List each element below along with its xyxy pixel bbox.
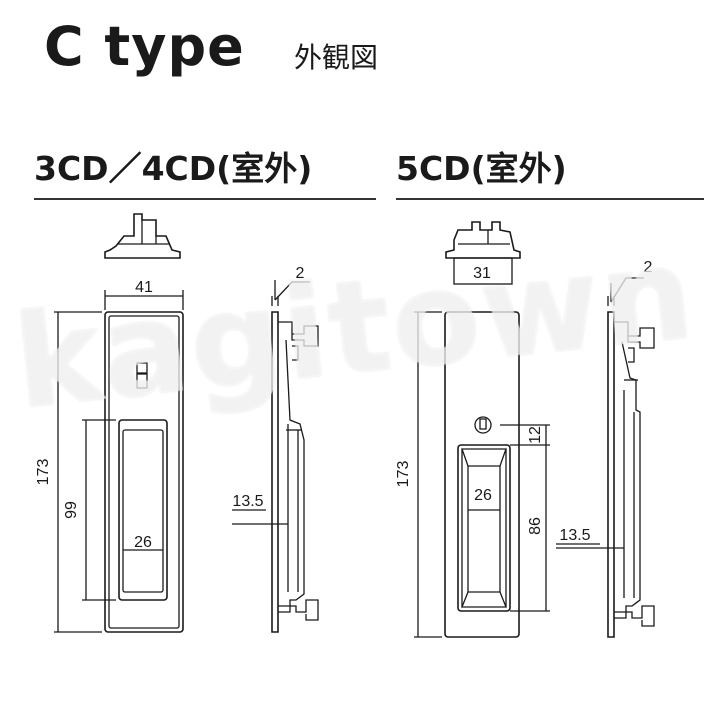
dim-height-3cd (54, 311, 102, 633)
dim-label-handle-height-5cd: 86 (527, 517, 544, 535)
page-subtitle: 外観図 (294, 41, 379, 74)
dim-label-handle-height-3cd: 99 (63, 501, 80, 519)
page-title: C type (44, 15, 245, 78)
dim-gap-5cd (500, 424, 550, 446)
dim-label-offset-5cd: 13.5 (559, 527, 590, 544)
top-view-3cd (104, 213, 181, 259)
side-view-5cd (556, 277, 655, 638)
top-view-5cd (445, 221, 521, 285)
dim-label-height-3cd: 173 (35, 459, 52, 486)
dim-width-3cd (104, 290, 184, 310)
dim-label-handle-width-5cd: 26 (474, 487, 492, 504)
front-view-3cd (104, 311, 184, 633)
dim-label-width-3cd: 41 (135, 279, 153, 296)
dim-handle-height-5cd (510, 445, 550, 612)
dim-label-handle-width-3cd: 26 (134, 534, 152, 551)
section-title-3cd-4cd: 3CD／4CD(室外) (34, 149, 313, 188)
dim-height-5cd (414, 311, 442, 638)
dim-label-width-5cd: 31 (473, 265, 491, 282)
section-divider-left (34, 198, 376, 200)
dim-label-offset-3cd: 13.5 (232, 493, 263, 510)
dim-handle-height-3cd (82, 419, 116, 601)
side-view-3cd (232, 280, 319, 633)
dim-label-thickness-5cd: 2 (644, 259, 653, 276)
section-divider-right (396, 198, 704, 200)
dim-label-height-5cd: 173 (395, 461, 412, 488)
dim-label-thickness-3cd: 2 (296, 265, 305, 282)
front-view-5cd (444, 311, 520, 638)
section-title-5cd: 5CD(室外) (396, 149, 567, 188)
dim-label-gap-5cd: 12 (527, 426, 544, 444)
